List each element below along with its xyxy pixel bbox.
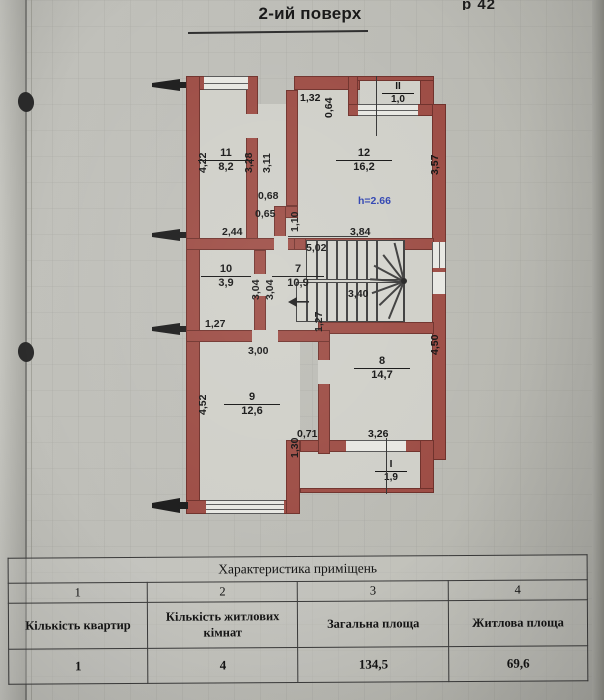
dimension-tick <box>288 236 368 237</box>
window-line <box>204 83 248 84</box>
room-number: 9 <box>224 391 280 405</box>
section-arrow-icon <box>152 79 186 91</box>
wall-stairs-left <box>294 238 306 250</box>
section-arrow-icon <box>152 323 186 335</box>
stair-newel-dot-icon <box>401 278 407 284</box>
door-opening-10 <box>254 274 266 296</box>
room-fill-9 <box>200 342 300 500</box>
stair-step <box>336 282 338 322</box>
stair-step <box>376 240 378 280</box>
dimension-5-02: 5,02 <box>306 242 326 254</box>
stair-step <box>346 282 348 322</box>
stair-step <box>356 282 358 322</box>
room-area: 10,9 <box>272 277 324 290</box>
dimension-3-84: 3,84 <box>350 226 370 238</box>
room-area: 14,7 <box>354 369 410 382</box>
stair-step <box>326 282 328 322</box>
page-title: 2-ий поверх <box>180 4 440 24</box>
stair-step <box>326 240 328 280</box>
floor-plan-drawing: 11 8,2 12 16,2 10 3,9 7 10,9 8 14,7 9 12… <box>0 60 520 540</box>
page-right-edge <box>592 0 604 700</box>
door-opening-9 <box>252 330 278 342</box>
room-number: 7 <box>272 263 324 277</box>
dimension-1-32: 1,32 <box>300 92 320 104</box>
door-opening-11 <box>246 114 258 138</box>
dimension-0-65: 0,65 <box>255 208 275 220</box>
room-label-balcony-II: II 1,0 <box>382 81 414 106</box>
stair-step <box>356 240 358 280</box>
room-label-7: 7 10,9 <box>272 263 324 290</box>
section-arrow-icon <box>152 229 186 241</box>
door-opening-8 <box>318 360 330 384</box>
room-area: 8,2 <box>198 161 254 174</box>
room-label-balcony-I: I 1,9 <box>375 459 407 484</box>
room-label-12: 12 16,2 <box>336 147 392 174</box>
stair-step <box>316 240 318 280</box>
door-opening-7 <box>274 236 288 250</box>
dimension-0-71: 0,71 <box>297 428 317 440</box>
corner-text-fragment: p 42 <box>462 0 496 10</box>
room-area: 1,0 <box>382 94 414 106</box>
dimension-3-00: 3,00 <box>248 345 268 357</box>
stair-direction-arrow-icon <box>288 297 309 307</box>
dimension-2-44: 2,44 <box>222 226 242 238</box>
room-area: 12,6 <box>224 405 280 418</box>
window-line <box>206 504 284 505</box>
room-fill-8 <box>330 332 432 450</box>
wall-balcony-I-bottom <box>300 488 434 493</box>
dimension-3-40: 3,40 <box>348 288 368 300</box>
room-area: 16,2 <box>336 161 392 174</box>
stair-step <box>376 282 378 322</box>
dimension-tick <box>376 76 377 136</box>
room-label-10: 10 3,9 <box>201 263 251 290</box>
room-fill-12 <box>294 104 432 238</box>
wall-interior-8-top <box>318 322 434 334</box>
dimension-1-27-room10: 1,27 <box>205 318 225 330</box>
window-stairwell-right <box>432 272 446 294</box>
room-number: 8 <box>354 355 410 369</box>
window-bottom-9 <box>206 500 284 514</box>
stair-step <box>366 282 368 322</box>
window-balcony-I <box>346 440 406 452</box>
dimension-tick <box>386 438 387 494</box>
wall-bottom-mid <box>286 440 300 514</box>
ceiling-height-note: h=2.66 <box>358 195 391 207</box>
window-line <box>206 509 284 510</box>
room-area: 3,9 <box>201 277 251 290</box>
dimension-3-26: 3,26 <box>368 428 388 440</box>
stair-step <box>366 240 368 280</box>
room-fill-balcony-I <box>300 452 432 492</box>
room-fill-12-top <box>294 88 350 106</box>
wall-interior-hall-right <box>286 90 298 206</box>
dimension-0-68: 0,68 <box>258 190 278 202</box>
section-arrow-icon <box>152 498 188 513</box>
room-fill-10 <box>200 250 258 332</box>
stair-step <box>336 240 338 280</box>
room-number: I <box>375 459 407 472</box>
window-line <box>439 242 440 268</box>
room-number: 11 <box>198 147 254 161</box>
stair-step <box>316 282 318 322</box>
room-number: II <box>382 81 414 94</box>
wall-top-mid <box>294 76 360 90</box>
room-number: 12 <box>336 147 392 161</box>
room-label-11: 11 8,2 <box>198 147 254 174</box>
room-fill-11 <box>200 88 252 238</box>
window-line <box>358 110 418 111</box>
room-area: 1,9 <box>375 472 407 484</box>
stair-step <box>346 240 348 280</box>
room-number: 10 <box>201 263 251 277</box>
room-label-8: 8 14,7 <box>354 355 410 382</box>
room-label-9: 9 12,6 <box>224 391 280 418</box>
